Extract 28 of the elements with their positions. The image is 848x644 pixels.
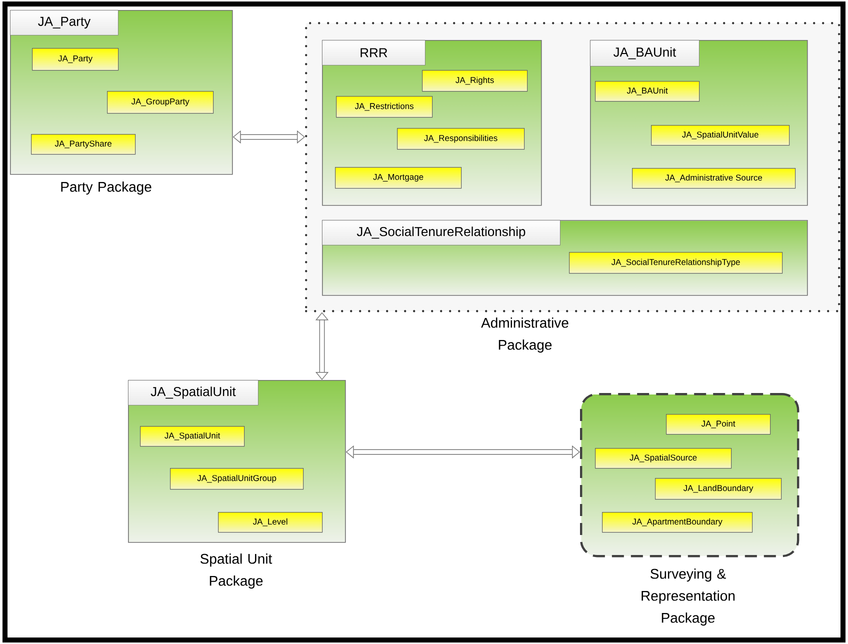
class-box: JA_PartyShare (31, 134, 136, 155)
double-arrow (315, 312, 329, 380)
class-box: JA_Level (218, 512, 323, 533)
package-tab: JA_BAUnit (590, 40, 700, 66)
package-caption: Administrative Package (481, 318, 568, 353)
class-box: JA_Restrictions (336, 96, 433, 118)
class-box: JA_ApartmentBoundary (602, 512, 753, 533)
package-tab: JA_SpatialUnit (128, 380, 258, 406)
package-caption: Spatial Unit Package (200, 554, 272, 589)
class-box: JA_SpatialUnitValue (651, 125, 790, 146)
package-caption: Party Package (61, 182, 152, 195)
package-tab: RRR (322, 40, 426, 66)
package-tab: JA_Party (10, 10, 118, 36)
class-box: JA_Administrative Source (632, 168, 796, 189)
class-box: JA_Responsibilities (397, 128, 525, 150)
class-box: JA_SpatialSource (595, 448, 732, 469)
class-box: JA_Point (666, 414, 771, 435)
class-box: JA_GroupParty (107, 91, 214, 114)
package-tab: JA_SocialTenureRelationship (322, 220, 560, 246)
class-box: JA_SpatialUnit (140, 426, 245, 447)
package-caption: Surveying & Representation Package (642, 568, 735, 626)
class-box: JA_Mortgage (335, 167, 462, 189)
class-box: JA_BAUnit (595, 81, 700, 102)
class-box: JA_Party (32, 48, 119, 71)
class-box: JA_Rights (422, 70, 528, 92)
class-box: JA_LandBoundary (655, 478, 782, 500)
class-box: JA_SpatialUnitGroup (170, 468, 304, 490)
class-box: JA_SocialTenureRelationshipType (569, 252, 783, 274)
